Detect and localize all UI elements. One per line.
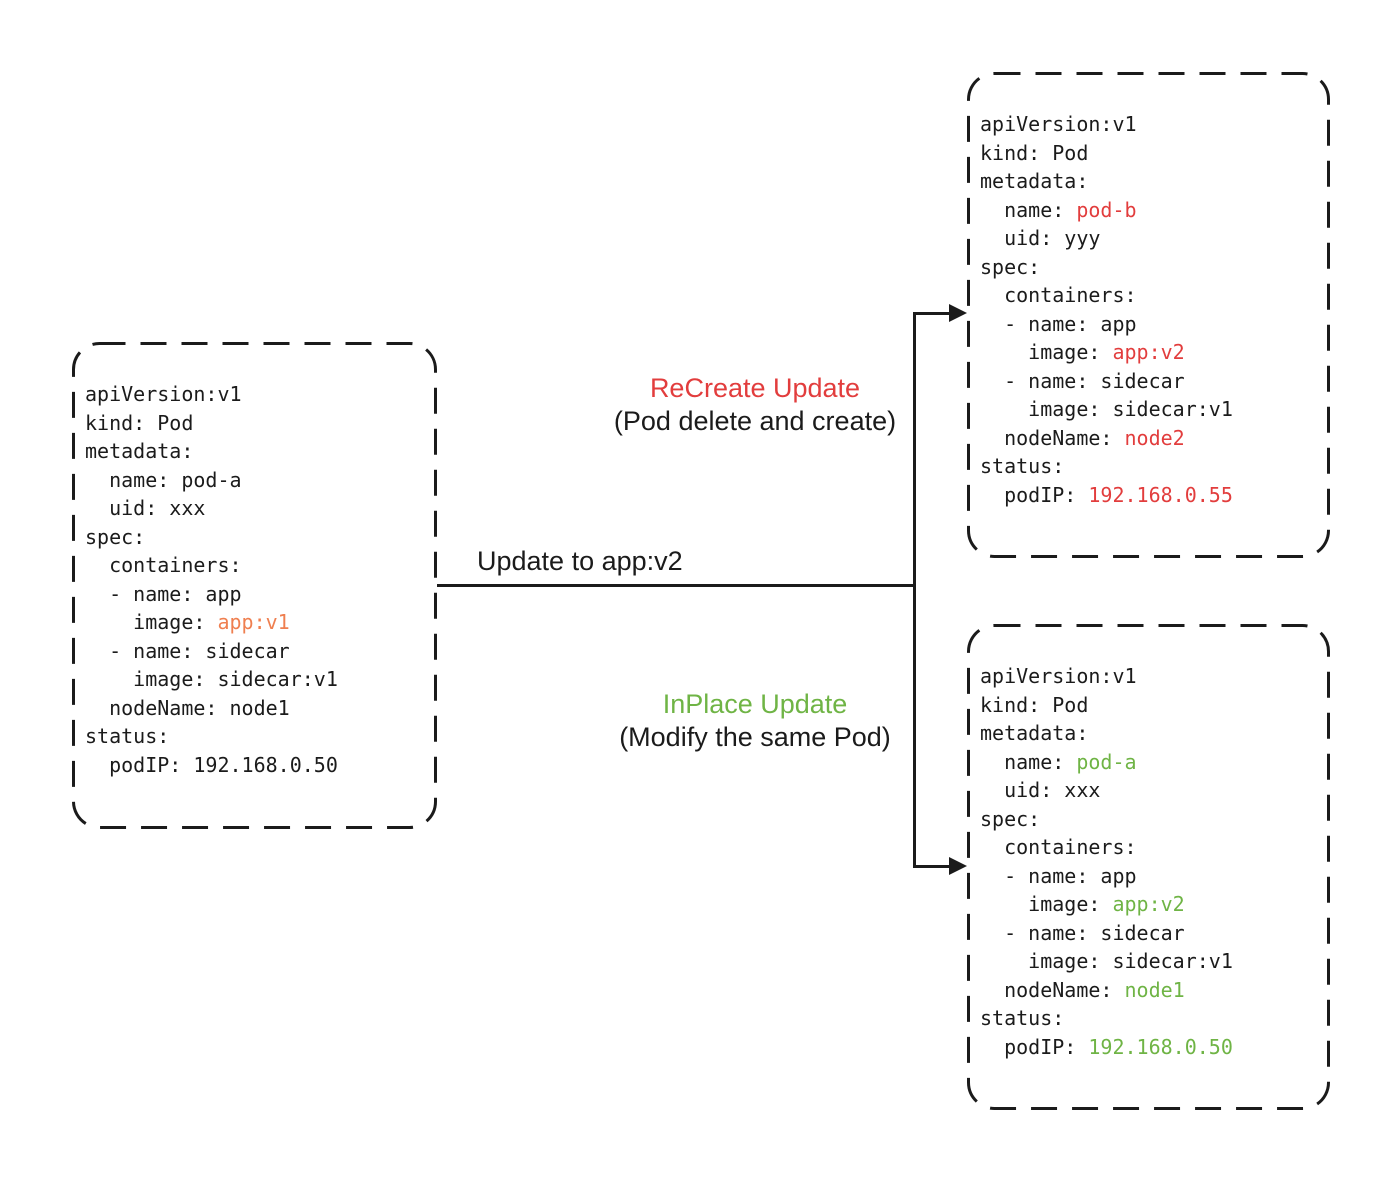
pod-box-original: apiVersion:v1 kind: Pod metadata: name: po… — [72, 342, 437, 829]
connector-vertical-line — [913, 312, 916, 868]
yaml-line: spec: — [85, 524, 146, 549]
yaml-line: kind: Pod — [980, 140, 1089, 165]
yaml-line: podIP: 192.168.0.50 — [85, 752, 338, 777]
yaml-line: nodeName: node1 — [980, 977, 1185, 1002]
pod-box-inplace: apiVersion:v1 kind: Pod metadata: name: po… — [967, 624, 1330, 1110]
yaml-line: metadata: — [980, 721, 1089, 745]
yaml-line: apiVersion:v1 — [980, 112, 1137, 136]
yaml-line: containers: — [85, 553, 242, 577]
yaml-line: metadata: — [85, 439, 194, 463]
yaml-line: nodeName: node2 — [980, 425, 1185, 450]
yaml-line: image: sidecar:v1 — [980, 397, 1233, 421]
connector-arm-inplace — [913, 865, 951, 868]
pod-yaml-inplace: apiVersion:v1 kind: Pod metadata: name: po… — [967, 624, 1330, 1061]
yaml-line: image: sidecar:v1 — [980, 949, 1233, 973]
yaml-line: image: app:v2 — [980, 340, 1185, 364]
yaml-line: containers: — [980, 283, 1137, 307]
yaml-line: status: — [980, 1006, 1065, 1030]
arrow-head-recreate-icon — [949, 304, 967, 322]
yaml-line: apiVersion:v1 — [980, 664, 1137, 688]
yaml-line: status: — [85, 724, 170, 748]
yaml-line: - name: app — [85, 581, 242, 606]
yaml-line: podIP: 192.168.0.55 — [980, 482, 1233, 507]
yaml-line: status: — [980, 454, 1065, 478]
arrow-head-inplace-icon — [949, 857, 967, 875]
yaml-line: nodeName: node1 — [85, 695, 290, 720]
yaml-line: podIP: 192.168.0.50 — [980, 1034, 1233, 1059]
inplace-update-label: InPlace Update (Modify the same Pod) — [575, 688, 935, 754]
pod-yaml-recreate: apiVersion:v1 kind: Pod metadata: name: po… — [967, 72, 1330, 509]
recreate-update-subtitle: (Pod delete and create) — [613, 406, 897, 436]
yaml-line: containers: — [980, 835, 1137, 859]
pod-box-recreate: apiVersion:v1 kind: Pod metadata: name: po… — [967, 72, 1330, 558]
yaml-line: - name: app — [980, 863, 1137, 888]
connector-arm-recreate — [913, 312, 951, 315]
yaml-line: image: app:v1 — [85, 610, 290, 634]
inplace-update-title: InPlace Update — [662, 689, 848, 719]
yaml-line: - name: sidecar — [980, 368, 1185, 393]
yaml-line: name: pod-a — [85, 467, 242, 492]
recreate-update-title: ReCreate Update — [649, 373, 861, 403]
yaml-line: spec: — [980, 806, 1041, 831]
yaml-line: metadata: — [980, 169, 1089, 193]
yaml-line: image: sidecar:v1 — [85, 667, 338, 691]
yaml-line: uid: yyy — [980, 226, 1101, 250]
yaml-line: uid: xxx — [85, 496, 206, 520]
pod-yaml-original: apiVersion:v1 kind: Pod metadata: name: po… — [72, 342, 437, 779]
yaml-line: - name: sidecar — [980, 920, 1185, 945]
inplace-update-subtitle: (Modify the same Pod) — [619, 722, 891, 752]
recreate-update-label: ReCreate Update (Pod delete and create) — [575, 372, 935, 438]
update-to-label: Update to app:v2 — [477, 546, 683, 576]
yaml-line: - name: app — [980, 311, 1137, 336]
yaml-line: apiVersion:v1 — [85, 382, 242, 406]
yaml-line: spec: — [980, 254, 1041, 279]
yaml-line: kind: Pod — [85, 410, 194, 435]
yaml-line: - name: sidecar — [85, 638, 290, 663]
yaml-line: kind: Pod — [980, 692, 1089, 717]
yaml-line: image: app:v2 — [980, 892, 1185, 916]
connector-main-line — [437, 584, 915, 587]
yaml-line: uid: xxx — [980, 778, 1101, 802]
yaml-line: name: pod-a — [980, 749, 1137, 774]
yaml-line: name: pod-b — [980, 197, 1137, 222]
